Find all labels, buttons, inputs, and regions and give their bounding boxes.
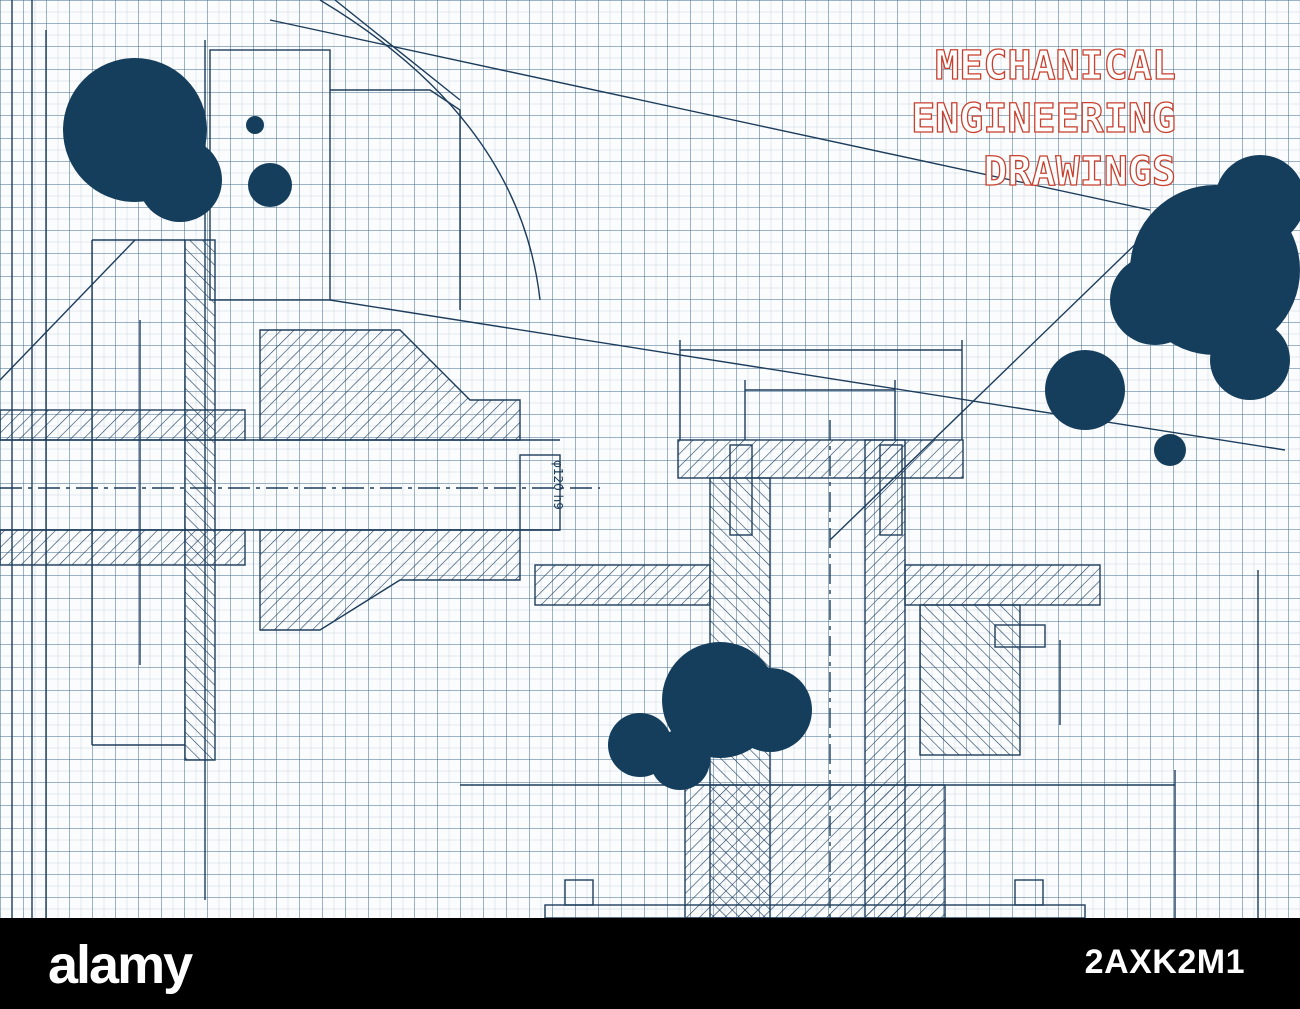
alamy-logo: alamy (48, 935, 193, 995)
watermark-footer: alamy 2AXK2M1 (0, 918, 1300, 1009)
dimension-label: φ120 h9 (551, 460, 565, 510)
title-line-3: DRAWINGS (983, 148, 1177, 195)
image-id: 2AXK2M1 (1084, 943, 1245, 981)
engineering-drawing: φ120 h9 MECHANICAL ENGINEERING DRAWINGS (0, 0, 1300, 918)
drawing-title: MECHANICAL ENGINEERING DRAWINGS (910, 40, 1177, 199)
title-line-1: MECHANICAL (935, 42, 1177, 89)
title-line-2: ENGINEERING (910, 95, 1176, 142)
drawing-linework (0, 0, 1300, 918)
